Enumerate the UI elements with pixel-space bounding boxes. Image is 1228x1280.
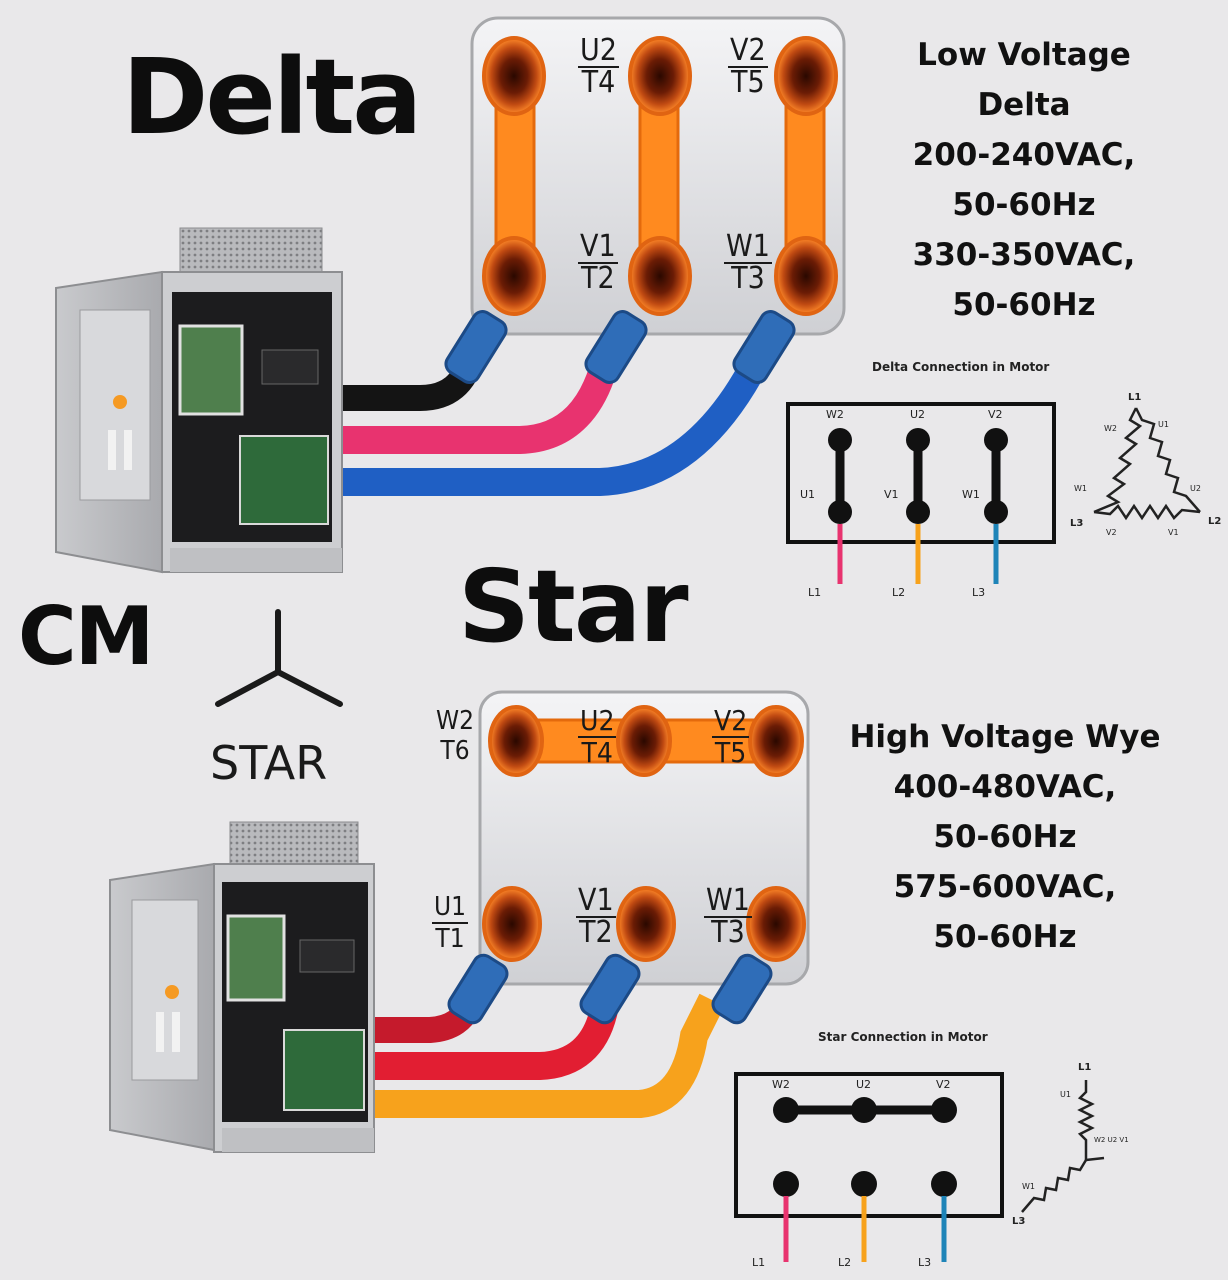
terminal-bottom: T4 [581, 736, 613, 769]
terminal-bottom: T2 [580, 261, 615, 296]
terminal-bottom: T4 [581, 65, 616, 100]
terminal-top: U1 [432, 892, 469, 924]
delta-spec-line: 50-60Hz [952, 187, 1096, 223]
star-symbol-label: STAR [210, 736, 328, 790]
delta-terminal-label-u2: U2 T4 [578, 36, 619, 98]
delta-line-label: L1 [808, 586, 822, 599]
terminal-top: V1 [578, 229, 618, 264]
star-line-label: L2 [838, 1256, 852, 1269]
delta-title: Delta [122, 36, 422, 158]
delta-tri-label: V2 [1106, 528, 1117, 537]
star-line-label: L3 [918, 1256, 932, 1269]
star-spec-line: 50-60Hz [933, 819, 1077, 855]
delta-tri-label: L2 [1208, 516, 1222, 527]
delta-drive-cabinet [55, 227, 343, 574]
delta-tri-label: L1 [1128, 392, 1142, 403]
delta-line-label: L3 [972, 586, 986, 599]
star-voltage-spec: High Voltage Wye 400-480VAC, 50-60Hz 575… [820, 712, 1190, 962]
delta-terminal-label-v1: V1 T2 [578, 232, 618, 294]
delta-triangle-icon [1093, 407, 1201, 521]
cm-label: CM [18, 590, 154, 683]
star-cable-lugs [447, 953, 773, 1025]
terminal-bottom: T2 [578, 915, 613, 950]
terminal-top: V2 [712, 704, 750, 738]
star-title: Star [458, 548, 689, 665]
star-line-label: L1 [752, 1256, 766, 1269]
star-terminal-label-w2: W2 T6 [436, 706, 474, 766]
star-spec-line: High Voltage Wye [849, 719, 1161, 755]
star-drive-cabinet [109, 821, 375, 1153]
delta-top-label: W2 [826, 408, 844, 421]
terminal-bottom: T3 [711, 915, 745, 950]
star-spec-line: 575-600VAC, [893, 869, 1117, 905]
delta-terminal-label-w1: W1 T3 [724, 232, 772, 294]
delta-tri-label: L3 [1070, 518, 1084, 529]
delta-line-label: L2 [892, 586, 906, 599]
star-terminal-label-v1: V1 T2 [576, 886, 616, 948]
star-wye-label: W1 [1022, 1182, 1035, 1191]
terminal-top: V1 [576, 883, 616, 918]
delta-cable-lugs [444, 310, 796, 384]
star-top-label: U2 [856, 1078, 872, 1091]
terminal-top: W1 [724, 229, 772, 264]
delta-tri-label: W1 [1074, 484, 1087, 493]
delta-tri-label: U1 [1158, 420, 1169, 429]
delta-spec-line: Delta [977, 87, 1071, 123]
delta-schematic [786, 402, 1056, 584]
star-wye-icon [1021, 1080, 1105, 1213]
delta-schematic-title: Delta Connection in Motor [872, 360, 1050, 374]
terminal-bottom: T1 [435, 924, 465, 954]
star-terminal-label-w1: W1 T3 [704, 886, 752, 948]
star-top-label: V2 [936, 1078, 951, 1091]
star-terminal-label-v2: V2 T5 [712, 704, 750, 769]
terminal-top: W2 [436, 706, 475, 736]
delta-terminal-studs [482, 36, 838, 316]
terminal-top: U2 [578, 33, 619, 68]
star-terminal-label-u1: U1 T1 [432, 892, 469, 954]
delta-spec-line: 330-350VAC, [912, 237, 1136, 273]
terminal-bottom: T3 [731, 261, 765, 296]
delta-side-label: W1 [962, 488, 980, 501]
star-terminal-plate [478, 690, 810, 986]
terminal-bottom: T5 [714, 736, 747, 769]
star-orange-wire [372, 993, 725, 1118]
star-spec-line: 400-480VAC, [893, 769, 1117, 805]
delta-top-label: U2 [910, 408, 926, 421]
delta-blue-wire [340, 343, 775, 496]
delta-jumpers [494, 70, 826, 274]
star-wye-label: W2 U2 V1 [1094, 1136, 1129, 1144]
terminal-top: V2 [728, 33, 768, 68]
delta-tri-label: U2 [1190, 484, 1201, 493]
star-wye-label: U1 [1060, 1090, 1071, 1099]
star-wye-label: L3 [1012, 1216, 1026, 1227]
terminal-bottom: T5 [730, 65, 765, 100]
delta-tri-label: V1 [1168, 528, 1179, 537]
terminal-top: W1 [704, 883, 752, 918]
delta-spec-line: 200-240VAC, [912, 137, 1136, 173]
star-symbol-icon [215, 609, 343, 707]
star-wye-label: L1 [1078, 1062, 1092, 1073]
delta-voltage-spec: Low Voltage Delta 200-240VAC, 50-60Hz 33… [884, 30, 1164, 330]
terminal-top: U2 [578, 704, 617, 738]
star-terminal-studs [482, 705, 806, 962]
delta-spec-line: Low Voltage [917, 37, 1131, 73]
delta-tri-label: W2 [1104, 424, 1117, 433]
delta-spec-line: 50-60Hz [952, 287, 1096, 323]
delta-side-label: V1 [884, 488, 899, 501]
star-spec-line: 50-60Hz [933, 919, 1077, 955]
star-schematic [734, 1072, 1004, 1262]
star-top-label: W2 [772, 1078, 790, 1091]
delta-terminal-label-v2: V2 T5 [728, 36, 768, 98]
delta-side-label: U1 [800, 488, 816, 501]
delta-top-label: V2 [988, 408, 1003, 421]
terminal-bottom: T6 [440, 736, 470, 766]
star-schematic-title: Star Connection in Motor [818, 1030, 988, 1044]
star-terminal-label-u2: U2 T4 [578, 704, 617, 769]
